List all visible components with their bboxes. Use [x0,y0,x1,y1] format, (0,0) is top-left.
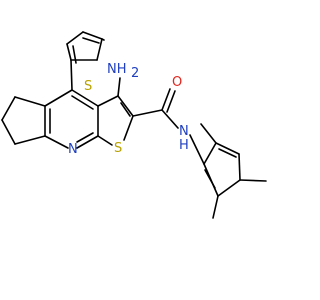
sulfur-atom-thienopyridine: S [114,141,122,156]
pyridine-ring [44,89,99,149]
amino-subscript: 2 [131,66,139,81]
amino-label: NH 2 [107,62,139,81]
cyclopentane-ring [1,96,46,145]
nitrogen-atom-pyridine: N [68,142,78,157]
n-aryl-bond [189,134,205,165]
carboxamide-group [132,88,179,129]
thiophene-ring [66,31,105,91]
molecule-canvas: S S N NH 2 O N H [1,31,267,219]
molecule-structure: S S N NH 2 O N H [1,31,267,219]
amino-nh-text: NH [107,62,127,77]
amide-nh-label: N H [179,124,189,153]
mesityl-ring [200,123,267,219]
thieno-ring [97,95,134,146]
oxygen-atom-carbonyl: O [172,75,182,90]
sulfur-atom-thiophene: S [84,79,92,94]
amide-h-text: H [179,138,189,153]
amide-n-text: N [179,124,189,139]
amino-bond [117,77,121,97]
